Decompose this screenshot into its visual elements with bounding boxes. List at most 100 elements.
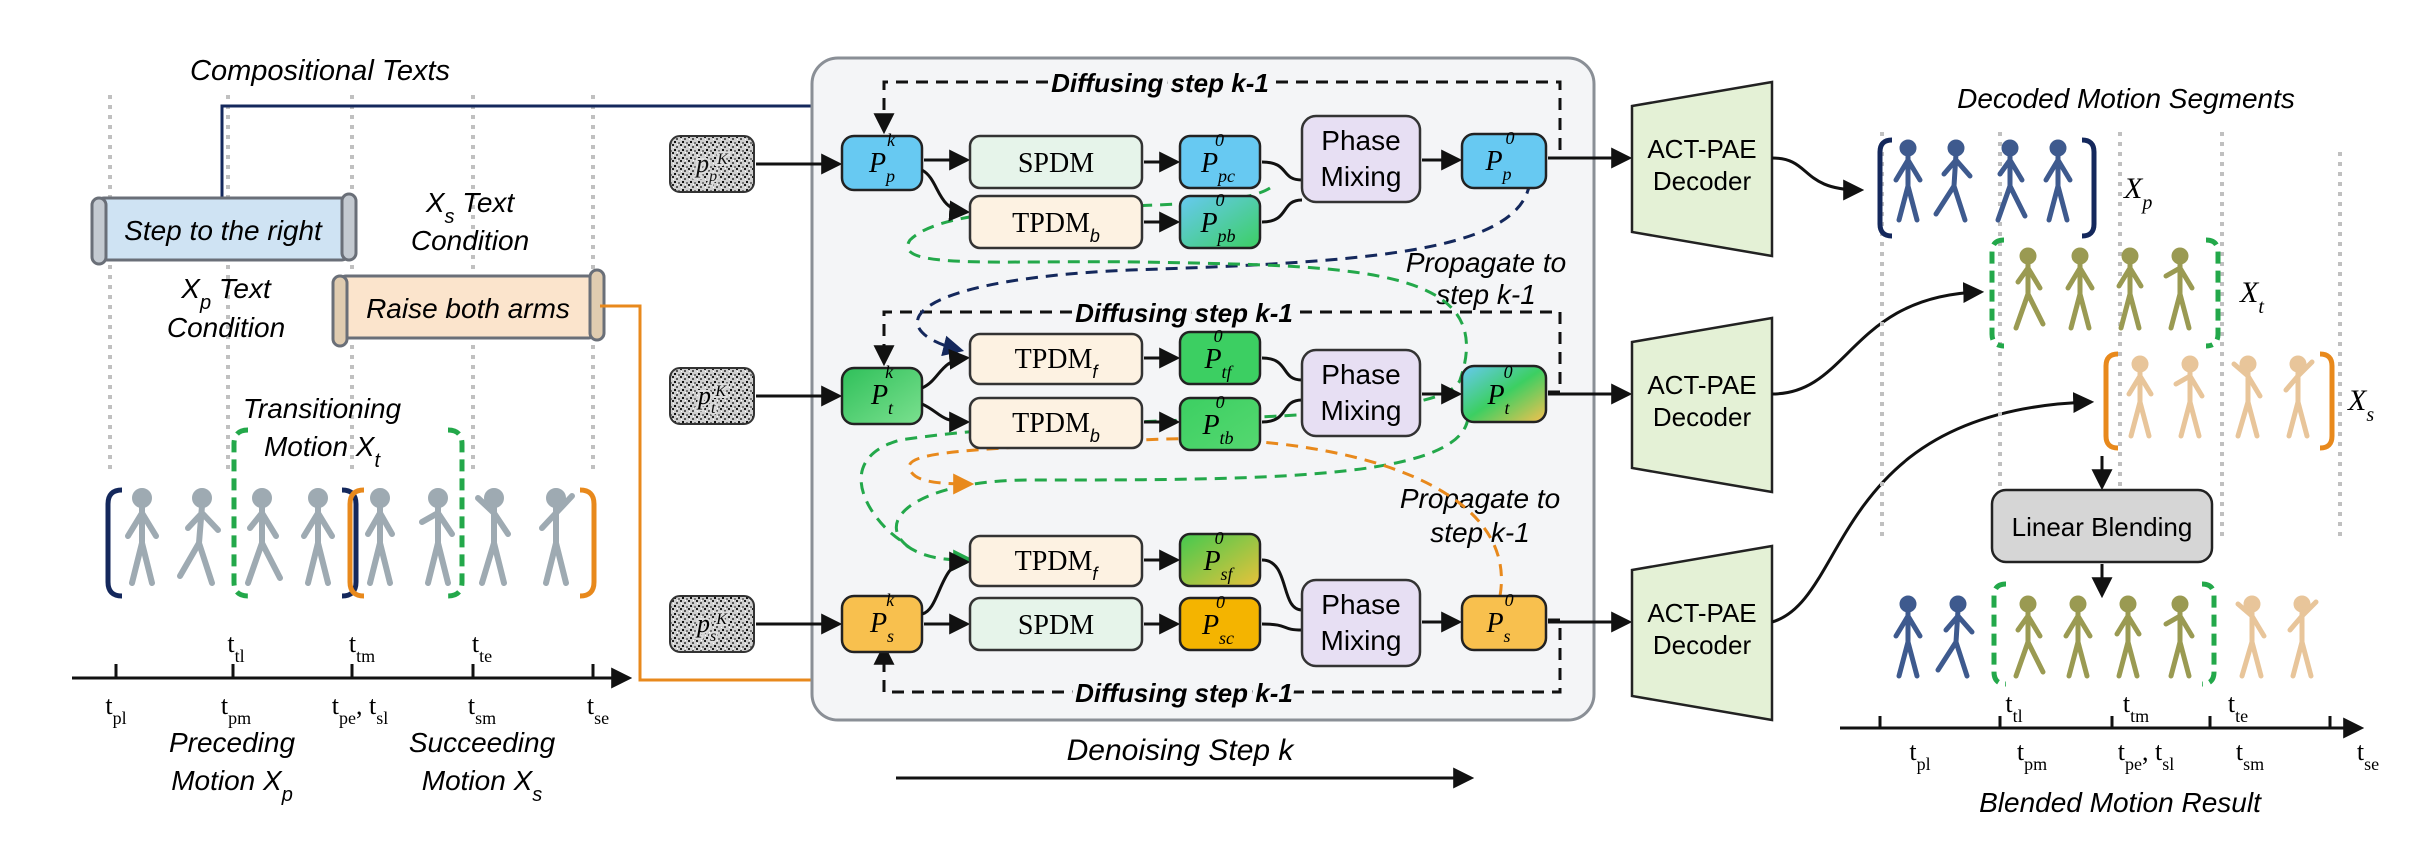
tpdm-f-label-s: TPDMf (1015, 546, 1100, 584)
bracket-p-right (341, 487, 359, 599)
decoder-t-l1: ACT-PAE (1647, 370, 1756, 400)
p-s0-label: Ps0 (1485, 590, 1513, 646)
phase-mixing-s-l1: Phase (1321, 589, 1400, 620)
xt-figures (2013, 247, 2195, 331)
rtick-t-te: tte (2228, 689, 2248, 726)
blended-figures (1893, 595, 2319, 679)
figure-icon (419, 488, 455, 586)
p-sc-box (1178, 596, 1262, 652)
bracket-s-left (347, 487, 365, 599)
p-tb-box (1178, 396, 1262, 452)
propagate-green-curve-bottom (895, 417, 1470, 550)
text-s-label: Raise both arms (366, 293, 570, 324)
p-sf-label: Psf0 (1202, 528, 1235, 584)
figure-icon (475, 488, 511, 586)
figure-icon (125, 488, 159, 586)
decoder-p-l2: Decoder (1653, 166, 1752, 196)
figure-icon (1995, 139, 2028, 223)
row-p: ppK Ppk SPDM TPDMb Ppc0 Ppb0 Phase Mixin… (669, 114, 1548, 250)
noise-s (669, 595, 755, 653)
spdm-label-p: SPDM (1018, 148, 1094, 179)
decoders: ACT-PAE Decoder ACT-PAE Decoder ACT-PAE … (1548, 80, 2095, 722)
denoising-panel: Diffusing step k-1 Diffusing step k-1 Di… (669, 56, 1596, 789)
phase-mixing-p-l1: Phase (1321, 125, 1400, 156)
figure-icon (2063, 595, 2093, 679)
blended-title: Blended Motion Result (1979, 787, 2262, 818)
left-motion-figures (125, 488, 575, 586)
diffusing-step-mid: Diffusing step k-1 (1075, 298, 1293, 328)
figure-icon (301, 488, 335, 586)
decoder-s (1630, 544, 1774, 722)
phase-mixing-t (1300, 348, 1422, 438)
diffusing-step-bottom: Diffusing step k-1 (1075, 678, 1293, 708)
tick-t-pl: tpl (105, 691, 126, 728)
decoder-t (1630, 316, 1774, 494)
p-tf-label: Ptf0 (1203, 326, 1234, 382)
figure-icon (365, 488, 395, 586)
propagate-green-curve-top (859, 186, 1468, 571)
decoder-s-l1: ACT-PAE (1647, 598, 1756, 628)
figure-icon (2116, 247, 2144, 331)
p-k-label: Ppk (868, 130, 896, 186)
spdm-label-s: SPDM (1018, 610, 1094, 641)
left-timeline: ttl ttm tte tpl tpm tpe, tsl tsm tse (72, 629, 633, 728)
linear-blending-box (1990, 488, 2214, 564)
xp-condition-line2: Condition (167, 312, 285, 343)
xp-condition-label: Xp Text (180, 273, 272, 314)
figure-icon (2163, 247, 2195, 331)
right-dotted-guides (1880, 132, 2342, 540)
succeeding-line2: Motion Xs (422, 765, 543, 806)
tpdm-b-label-p: TPDMb (1012, 208, 1100, 246)
diffusing-step-top: Diffusing step k-1 (1051, 68, 1269, 98)
figure-icon (2231, 355, 2263, 439)
tpdm-f-box-s (968, 534, 1144, 588)
right-timeline: ttl ttm tte tpl tpm tpe, tsl tsm tse (1840, 689, 2379, 774)
phase-mixing-t-l1: Phase (1321, 359, 1400, 390)
figure-icon (1935, 595, 1975, 679)
bracket-p-left (105, 487, 123, 599)
p-tf-box (1178, 330, 1262, 386)
xs-figures (2126, 355, 2315, 439)
p-t0-label: Pt0 (1486, 362, 1512, 418)
phase-mixing-s-l2: Mixing (1321, 625, 1402, 656)
figure-icon (177, 488, 221, 586)
p-pb-box (1178, 194, 1262, 250)
rtick-t-pe-sl: tpe, tsl (2118, 737, 2174, 774)
figure-icon (2163, 595, 2195, 679)
spdm-box-p (968, 134, 1144, 190)
preceding-line2: Motion Xp (171, 765, 293, 806)
spdm-box-s (968, 596, 1144, 652)
preceding-line1: Preceding (169, 727, 296, 758)
p-pb-label: Ppb0 (1199, 190, 1235, 246)
tick-t-tl: ttl (227, 629, 244, 666)
figure-icon (1893, 595, 1923, 679)
bracket-s-right (579, 487, 597, 599)
xs-condition-line2: Condition (411, 225, 529, 256)
phase-mixing-p (1300, 114, 1422, 204)
noise-p-label: ppK (694, 149, 729, 185)
s-k-label: Psk (869, 590, 895, 646)
decoder-p-l1: ACT-PAE (1647, 134, 1756, 164)
tick-t-tm: ttm (349, 629, 375, 666)
propagate-top-line2: step k-1 (1436, 279, 1536, 310)
tpdm-b-box-t (968, 396, 1144, 450)
figure-icon (2114, 595, 2142, 679)
noise-t-label: ptK (696, 381, 727, 417)
decoder-p (1630, 80, 1774, 258)
row-s: psK Psk TPDMf SPDM Psf0 Psc0 Phase Mixin… (669, 528, 1548, 668)
figure-icon (2126, 355, 2154, 439)
xp-label: Xp (2123, 172, 2152, 214)
figure-icon (539, 488, 575, 586)
figure-icon (2173, 355, 2205, 439)
compositional-texts-title: Compositional Texts (190, 55, 450, 87)
figure-icon (1933, 139, 1973, 223)
propagate-top-line1: Propagate to (1406, 247, 1566, 278)
p-sf-box (1178, 532, 1262, 588)
xs-label: Xs (2347, 384, 2374, 426)
left-dotted-guides (108, 95, 595, 470)
xt-label: Xt (2239, 276, 2264, 318)
linear-blending-label: Linear Blending (2012, 512, 2193, 542)
noise-s-label: psK (695, 609, 728, 645)
phase-mixing-p-l2: Mixing (1321, 161, 1402, 192)
propagate-orange-curve (907, 437, 1503, 597)
